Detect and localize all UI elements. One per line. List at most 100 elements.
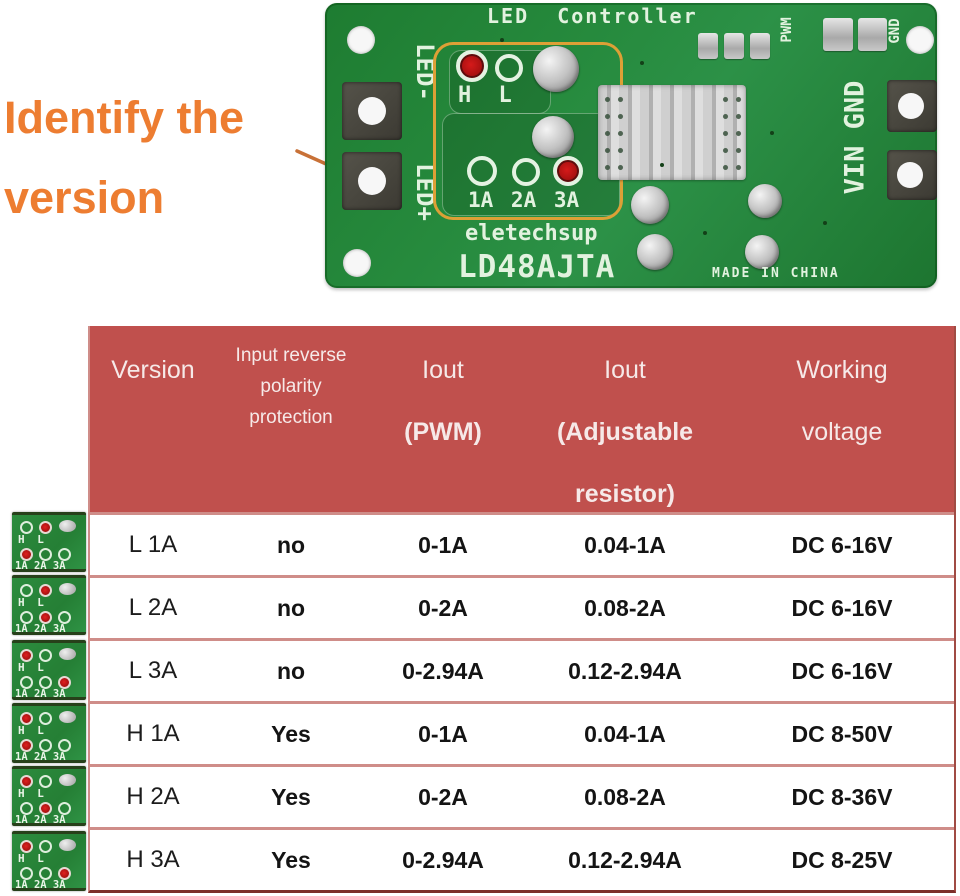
solder-pad [698, 33, 718, 59]
thumb-hl-label: H L [18, 661, 44, 674]
thumb-hl-label: H L [18, 852, 44, 865]
thumb-solder-blob [59, 839, 76, 851]
thumb-h-hole [20, 840, 33, 853]
thumb-l-hole [39, 775, 52, 788]
cell-voltage: DC 6-16V [791, 594, 893, 621]
thumb-l-hole [39, 584, 52, 597]
cell-version: L 1A [128, 531, 178, 558]
thumb-amps-label: 1A 2A 3A [15, 751, 66, 763]
hl-label: H L [458, 83, 512, 108]
thumb-3a-hole [58, 676, 71, 689]
thumb-3a-hole [58, 739, 71, 752]
via-dots [719, 91, 745, 171]
2a-version-hole [512, 158, 540, 186]
cell-iout-adj: 0.08-2A [584, 783, 666, 810]
cell-version: L 3A [128, 657, 178, 684]
pwm-pad [823, 18, 853, 51]
cell-iout-adj: 0.12-2.94A [568, 846, 682, 873]
solder-blob [532, 116, 574, 158]
cell-iout-pwm: 0-2A [418, 783, 468, 810]
thumb-amps-label: 1A 2A 3A [15, 623, 66, 635]
thumb-hl-label: H L [18, 787, 44, 800]
thumb-solder-blob [59, 648, 76, 660]
cell-version: H 3A [126, 846, 180, 873]
table-row: L 1A no 0-1A 0.04-1A DC 6-16V [90, 512, 954, 575]
gnd-pad-right [887, 150, 937, 200]
header-working-voltage: Working voltage [796, 356, 888, 446]
cell-iout-pwm: 0-2.94A [402, 846, 484, 873]
thumb-2a-hole [39, 548, 52, 561]
1a-version-hole [467, 156, 497, 186]
headline-line-2: version [4, 172, 165, 223]
solder-pad [750, 33, 770, 59]
thumb-l-hole [39, 840, 52, 853]
thumb-hl-label: H L [18, 533, 44, 546]
cell-protection: no [276, 594, 306, 621]
version-thumbnail: H L 1A 2A 3A [12, 575, 86, 635]
cell-version: H 2A [126, 783, 180, 810]
cell-iout-pwm: 0-1A [418, 720, 468, 747]
table-row: H 2A Yes 0-2A 0.08-2A DC 8-36V [90, 764, 954, 827]
cell-voltage: DC 6-16V [791, 657, 893, 684]
thumb-3a-hole [58, 802, 71, 815]
via-speck [770, 131, 774, 135]
thumb-amps-label: 1A 2A 3A [15, 879, 66, 891]
solder-blob [745, 235, 779, 269]
cell-iout-pwm: 0-2A [418, 594, 468, 621]
solder-blob [637, 234, 673, 270]
solder-pad [724, 33, 744, 59]
thumb-1a-hole [20, 802, 33, 815]
pcb-board: LED Controller PWM GND VIN GND LED- LED+ [325, 3, 937, 288]
thumb-solder-blob [59, 711, 76, 723]
via-speck [500, 38, 504, 42]
version-thumbnail: H L 1A 2A 3A [12, 703, 86, 763]
thumb-1a-hole [20, 739, 33, 752]
cell-iout-adj: 0.04-1A [584, 720, 666, 747]
thumb-h-hole [20, 649, 33, 662]
solder-blob [748, 184, 782, 218]
thumb-3a-hole [58, 867, 71, 880]
cell-protection: Yes [271, 783, 311, 810]
cell-version: H 1A [126, 720, 180, 747]
led-minus-pad [342, 82, 402, 140]
cell-protection: Yes [271, 846, 311, 873]
thumb-solder-blob [59, 520, 76, 532]
thumb-1a-hole [20, 676, 33, 689]
via-speck [823, 221, 827, 225]
gnd-pad [858, 18, 887, 51]
cell-protection: Yes [271, 720, 311, 747]
thumb-l-hole [39, 712, 52, 725]
made-in-label: MADE IN CHINA [712, 266, 840, 281]
vin-gnd-label: VIN GND [839, 80, 871, 195]
thumb-2a-hole [39, 611, 52, 624]
thumb-l-hole [39, 521, 52, 534]
thumb-1a-hole [20, 867, 33, 880]
table-row: H 3A Yes 0-2.94A 0.12-2.94A DC 8-25V [90, 827, 954, 890]
thumb-l-hole [39, 649, 52, 662]
pwm-label: PWM [779, 17, 795, 43]
cell-iout-adj: 0.12-2.94A [568, 657, 682, 684]
pad-hole [898, 93, 924, 119]
cell-protection: no [276, 657, 306, 684]
model-label: LD48AJTA [458, 249, 616, 285]
table-row: H 1A Yes 0-1A 0.04-1A DC 8-50V [90, 701, 954, 764]
thumb-solder-blob [59, 583, 76, 595]
thumb-h-hole [20, 521, 33, 534]
cell-iout-pwm: 0-2.94A [402, 657, 484, 684]
via-speck [640, 61, 644, 65]
thumb-2a-hole [39, 867, 52, 880]
thumb-3a-hole [58, 548, 71, 561]
version-thumbnail: H L 1A 2A 3A [12, 640, 86, 700]
thumb-solder-blob [59, 774, 76, 786]
thumb-h-hole [20, 775, 33, 788]
header-version: Version [111, 356, 195, 384]
thumb-amps-label: 1A 2A 3A [15, 688, 66, 700]
cell-iout-pwm: 0-1A [418, 531, 468, 558]
thumb-hl-label: H L [18, 724, 44, 737]
cell-iout-adj: 0.04-1A [584, 531, 666, 558]
solder-blob [533, 46, 579, 92]
via-speck [660, 163, 664, 167]
pad-hole [897, 162, 923, 188]
mounting-hole-top-left [347, 26, 375, 54]
version-thumbnail: H L 1A 2A 3A [12, 831, 86, 891]
